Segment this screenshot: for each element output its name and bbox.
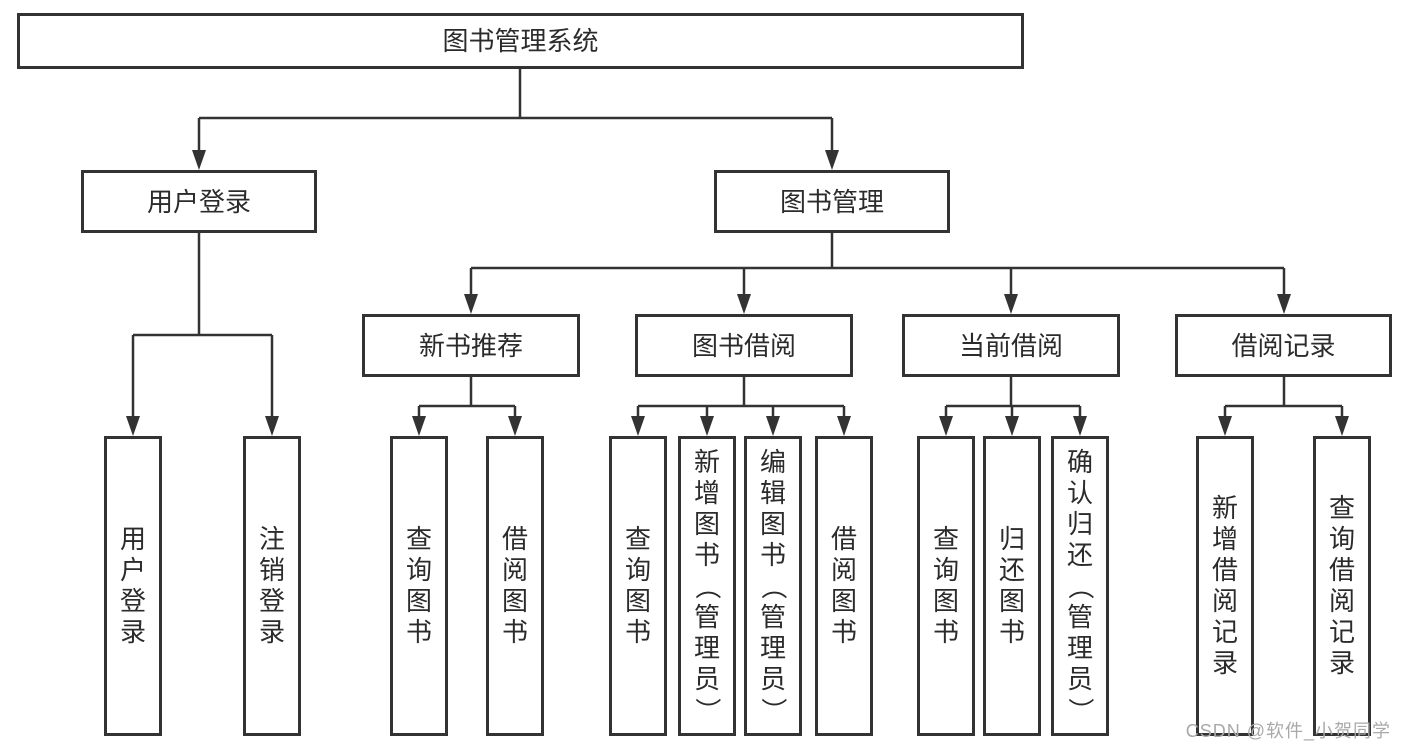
node-user-login: 用户登录 xyxy=(81,170,317,233)
leaf-query-books-3: 查询图书 xyxy=(917,436,975,736)
connector-userlogin-children xyxy=(131,233,274,418)
connector-current-children xyxy=(944,377,1082,418)
leaf-return-books: 归还图书 xyxy=(983,436,1041,736)
leaf-user-login: 用户登录 xyxy=(104,436,162,736)
connector-records-children xyxy=(1223,377,1344,418)
node-current-borrowing: 当前借阅 xyxy=(902,314,1120,377)
connector-newbook-children xyxy=(417,377,517,418)
leaf-add-books-admin: 新增图书（管理员） xyxy=(678,436,736,736)
connector-root-level2 xyxy=(197,69,834,153)
leaf-borrow-books-1: 借阅图书 xyxy=(486,436,544,736)
node-borrowing-records: 借阅记录 xyxy=(1175,314,1392,377)
connector-bookmgmt-level3 xyxy=(469,233,1286,296)
leaf-confirm-return-admin: 确认归还（管理员） xyxy=(1051,436,1109,736)
leaf-edit-books-admin: 编辑图书（管理员） xyxy=(744,436,802,736)
connector-borrow-children xyxy=(636,377,846,418)
csdn-watermark: CSDN @软件_小贺同学 xyxy=(1185,721,1391,741)
leaf-query-books-2: 查询图书 xyxy=(609,436,667,736)
node-library-management-system: 图书管理系统 xyxy=(17,13,1024,69)
node-book-management: 图书管理 xyxy=(714,170,950,233)
leaf-add-borrow-record: 新增借阅记录 xyxy=(1196,436,1254,736)
node-book-borrowing: 图书借阅 xyxy=(635,314,853,377)
node-new-book-recommend: 新书推荐 xyxy=(362,314,580,377)
leaf-borrow-books-2: 借阅图书 xyxy=(815,436,873,736)
leaf-query-borrow-record: 查询借阅记录 xyxy=(1313,436,1371,736)
leaf-logout: 注销登录 xyxy=(243,436,301,736)
leaf-query-books-1: 查询图书 xyxy=(390,436,448,736)
